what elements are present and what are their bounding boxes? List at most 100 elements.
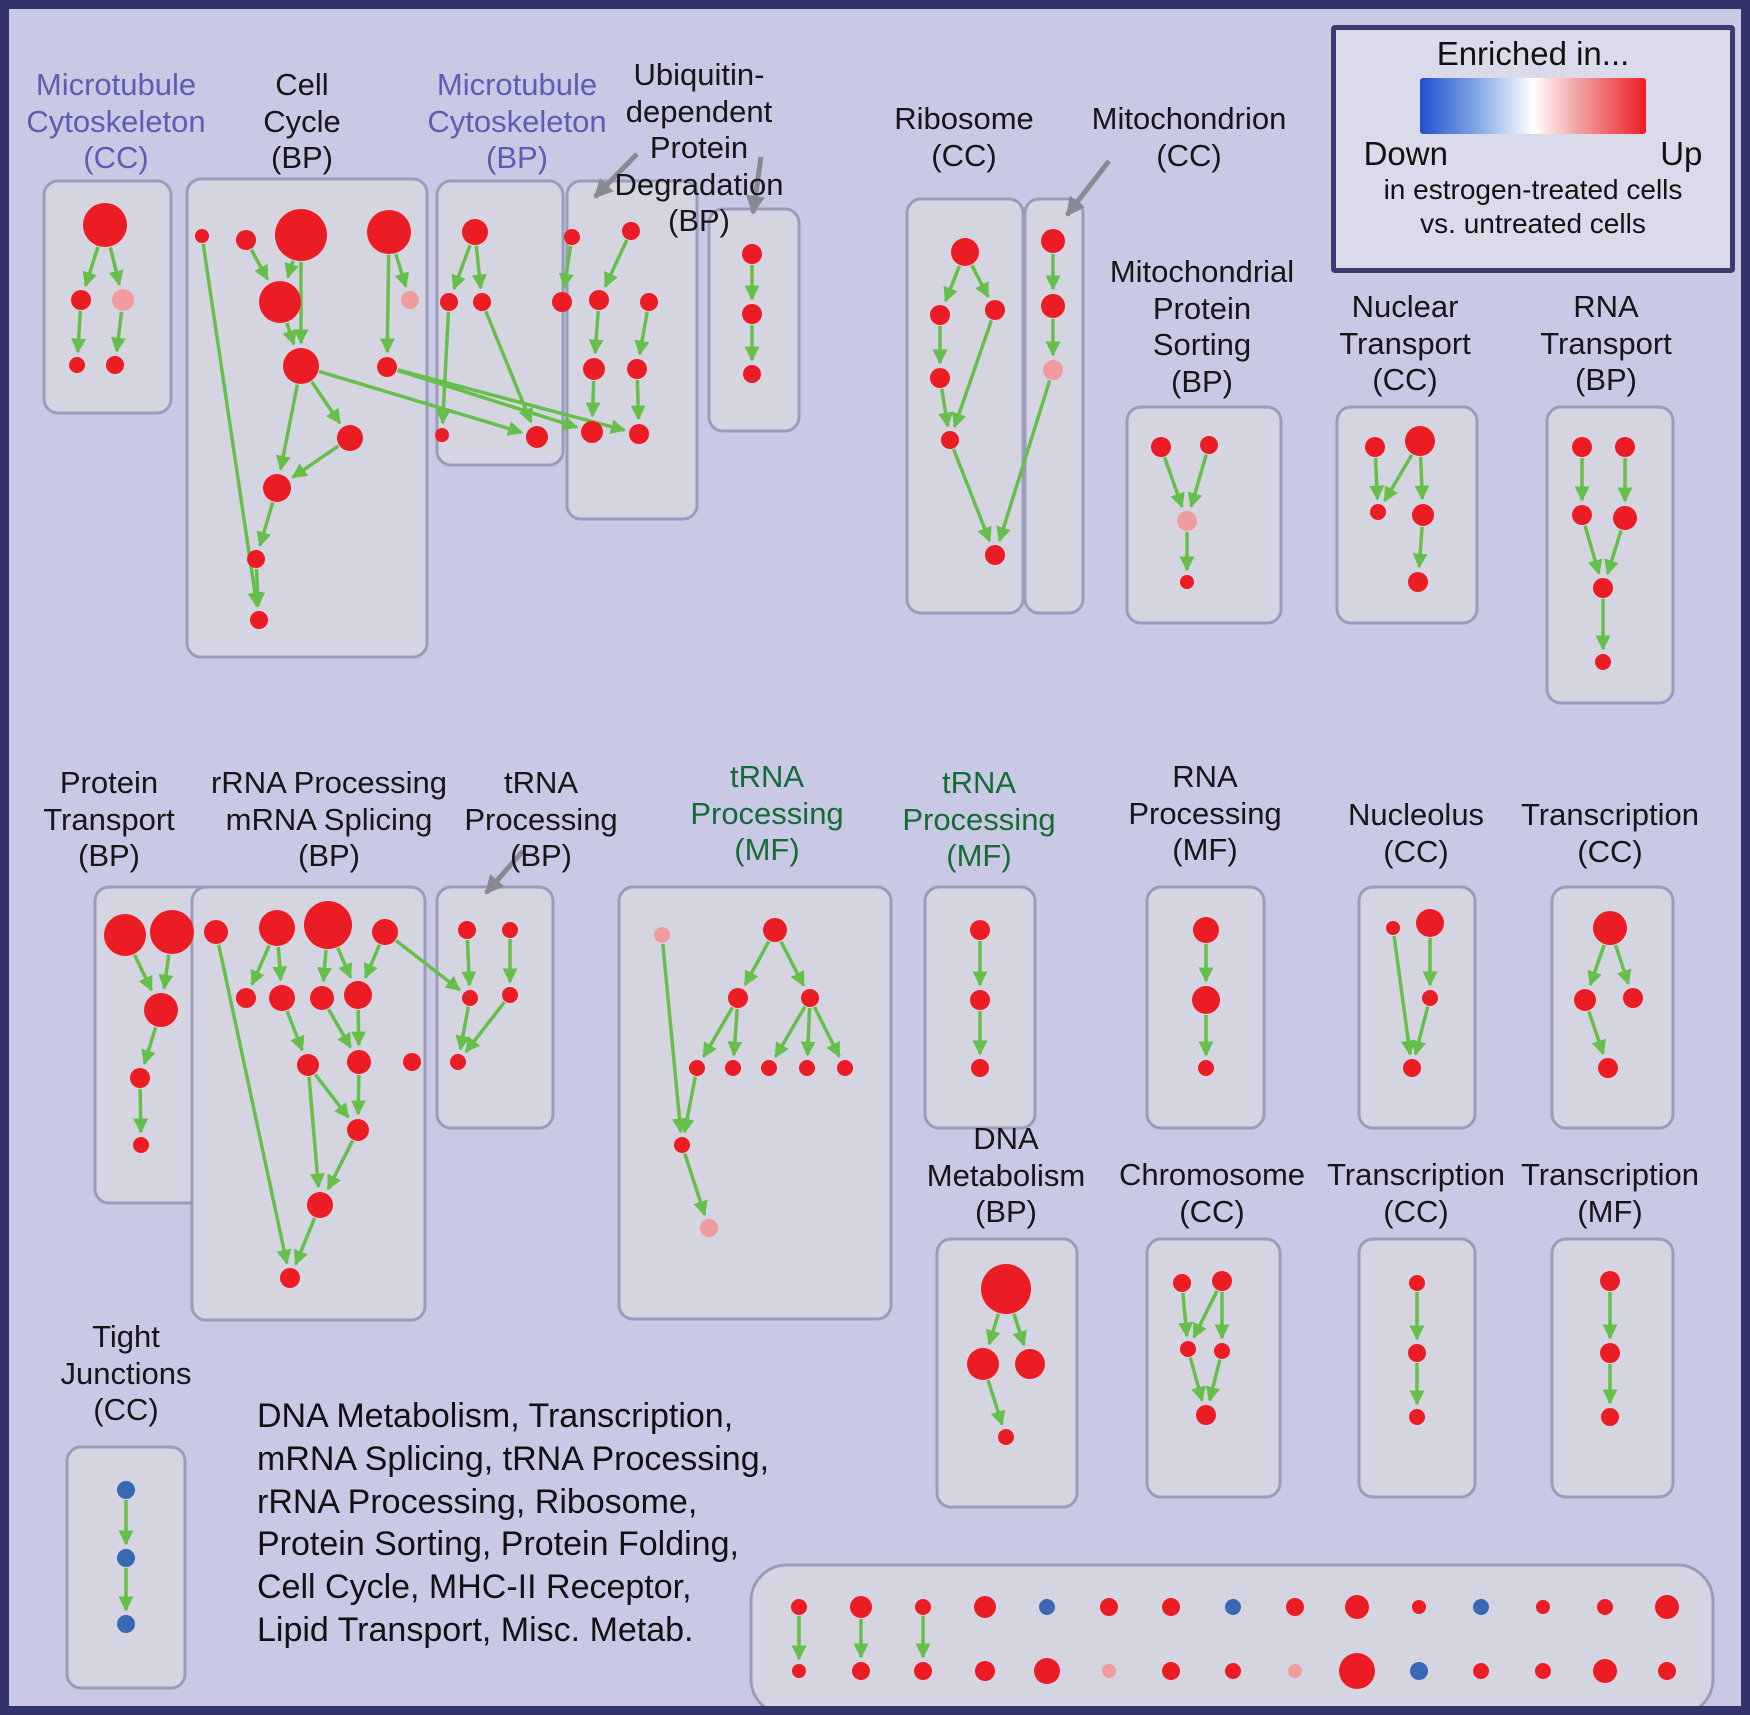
gene-node <box>130 1068 150 1088</box>
edge-arrow <box>1411 1006 1430 1056</box>
cluster-box <box>435 179 565 467</box>
gene-node <box>1601 1408 1619 1426</box>
edge-arrow <box>702 1006 734 1059</box>
edge-arrow <box>363 944 382 979</box>
edge-arrow <box>313 1073 350 1119</box>
gene-node <box>117 1549 135 1567</box>
cluster-box <box>190 885 427 1322</box>
gene-node <box>1598 1058 1618 1078</box>
gene-node <box>967 1348 999 1380</box>
gene-node <box>799 1060 815 1076</box>
gene-node <box>337 425 363 451</box>
gene-node <box>195 229 209 243</box>
edge-arrow <box>351 1009 367 1047</box>
edge-arrow <box>250 568 266 608</box>
edge-arrow <box>326 1139 355 1191</box>
footer-line: DNA Metabolism, Transcription, <box>257 1397 734 1435</box>
gene-node <box>743 365 761 383</box>
edge-arrow <box>471 245 487 290</box>
gene-node <box>1623 988 1643 1008</box>
gene-node <box>700 1219 718 1237</box>
gene-node <box>403 1053 421 1071</box>
gene-node <box>1015 1349 1045 1379</box>
gene-node <box>915 1599 931 1615</box>
cluster-box <box>749 1563 1715 1706</box>
edge-arrow <box>661 943 687 1134</box>
edge-arrow <box>397 368 626 434</box>
footer-line: mRNA Splicing, tRNA Processing, <box>257 1439 770 1478</box>
edge-arrow <box>800 1007 816 1057</box>
gene-node <box>1600 1271 1620 1291</box>
edge-arrow <box>679 1076 697 1134</box>
gene-node <box>622 222 640 240</box>
gene-node <box>1196 1405 1216 1425</box>
edge-arrow <box>291 444 340 479</box>
edge-arrow <box>1162 456 1185 509</box>
gene-node <box>1102 1664 1116 1678</box>
gene-node <box>1613 506 1637 530</box>
edge-arrow <box>630 379 646 421</box>
legend-title: Enriched in... <box>1436 35 1630 72</box>
edge-arrow <box>394 253 410 289</box>
gene-node <box>133 1137 149 1153</box>
edge-arrow <box>272 946 288 982</box>
annotation-arrow <box>1065 159 1111 217</box>
gene-node <box>1041 229 1065 253</box>
gene-node <box>1416 909 1444 937</box>
edge-arrow <box>1587 944 1606 987</box>
gene-node <box>1409 1409 1425 1425</box>
gene-node <box>1173 1274 1191 1292</box>
edge-arrow <box>435 311 451 425</box>
gene-node <box>1365 437 1385 457</box>
gene-node <box>1600 1343 1620 1363</box>
gene-node <box>377 357 397 377</box>
gene-node <box>852 1662 870 1680</box>
gene-node <box>640 293 658 311</box>
gene-node <box>1422 990 1438 1006</box>
gene-node <box>259 281 301 323</box>
edge-arrow <box>455 1006 471 1051</box>
gene-node <box>304 901 352 949</box>
edge-arrow <box>396 368 579 431</box>
gene-node <box>1200 436 1218 454</box>
gene-node <box>1572 505 1592 525</box>
annotation-arrow <box>484 849 525 895</box>
cluster-box <box>617 885 893 1321</box>
gene-node <box>689 1060 705 1076</box>
edge-arrow <box>1012 1313 1027 1347</box>
gene-node <box>269 985 295 1011</box>
gene-node <box>1162 1598 1180 1616</box>
gene-node <box>1193 917 1219 943</box>
gene-node <box>761 1060 777 1076</box>
gene-node <box>1410 1662 1428 1680</box>
edge-arrow <box>451 244 472 291</box>
edge-arrow <box>743 940 771 987</box>
gene-node <box>1593 911 1627 945</box>
gene-node <box>104 914 146 956</box>
legend-up-label: Up <box>1660 135 1703 172</box>
gene-node <box>1177 511 1197 531</box>
edge-arrow <box>996 379 1052 543</box>
edge-arrow <box>985 1313 1001 1346</box>
gene-node <box>502 922 518 938</box>
gene-node <box>502 987 518 1003</box>
gene-node <box>791 1599 807 1615</box>
gene-node <box>742 304 762 324</box>
gene-node <box>837 1060 853 1076</box>
edge-arrow <box>71 310 87 354</box>
gene-node <box>629 424 649 444</box>
edge-arrow <box>951 319 994 429</box>
footer-note: DNA Metabolism, Transcription, mRNA Splic… <box>257 1395 769 1652</box>
gene-node <box>1403 1059 1421 1077</box>
edge-arrow <box>133 1088 149 1134</box>
edge-arrow <box>484 310 533 424</box>
gene-node <box>1339 1653 1375 1689</box>
gene-node <box>1408 572 1428 592</box>
edge-arrow <box>1178 1292 1194 1338</box>
edge-arrow <box>603 239 629 288</box>
cluster-box <box>1357 885 1477 1130</box>
gene-node <box>801 989 819 1007</box>
gene-node <box>1593 578 1613 598</box>
edge-arrow <box>310 380 342 425</box>
gene-node <box>725 1060 741 1076</box>
